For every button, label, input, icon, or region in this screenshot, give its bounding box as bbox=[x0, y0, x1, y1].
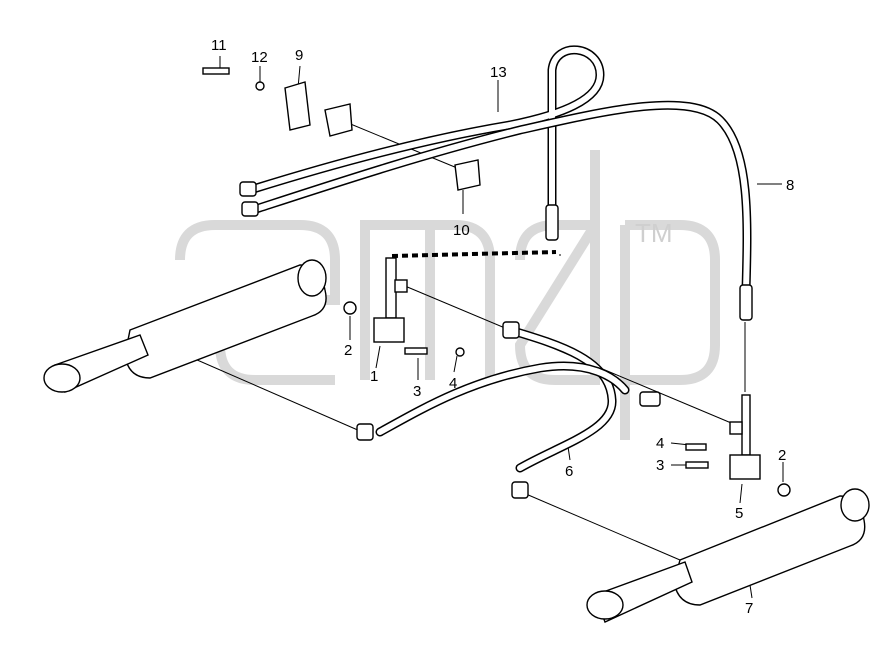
clamp-assembly bbox=[202, 67, 481, 191]
callout-12: 12 bbox=[251, 49, 268, 66]
callout-4-left: 4 bbox=[449, 375, 457, 392]
callout-5: 5 bbox=[735, 505, 743, 522]
callout-2-left: 2 bbox=[344, 342, 352, 359]
connection-dashed-line bbox=[391, 250, 557, 258]
callout-6: 6 bbox=[565, 463, 573, 480]
callout-8: 8 bbox=[786, 177, 794, 194]
trademark-symbol: TM bbox=[635, 218, 673, 248]
callout-9: 9 bbox=[295, 47, 303, 64]
callout-2-right: 2 bbox=[778, 447, 786, 464]
hose-13-upper-pair bbox=[245, 45, 752, 295]
cylinder-7-right bbox=[586, 488, 870, 623]
callout-3-right: 3 bbox=[656, 457, 664, 474]
callout-13: 13 bbox=[490, 64, 507, 81]
callout-7: 7 bbox=[745, 600, 753, 617]
callouts: 11 12 9 13 10 8 2 1 3 4 6 4 3 2 5 7 bbox=[211, 37, 794, 617]
callout-1: 1 bbox=[370, 368, 378, 385]
callout-10: 10 bbox=[453, 222, 470, 239]
callout-11: 11 bbox=[211, 37, 227, 54]
hose-6-lower bbox=[375, 325, 630, 473]
valve-block-5 bbox=[685, 394, 791, 497]
callout-3-left: 3 bbox=[413, 383, 421, 400]
hose-fittings bbox=[239, 181, 753, 499]
callout-4-right: 4 bbox=[656, 435, 664, 452]
valve-block-1 bbox=[343, 257, 465, 357]
cylinder-left bbox=[43, 259, 327, 393]
